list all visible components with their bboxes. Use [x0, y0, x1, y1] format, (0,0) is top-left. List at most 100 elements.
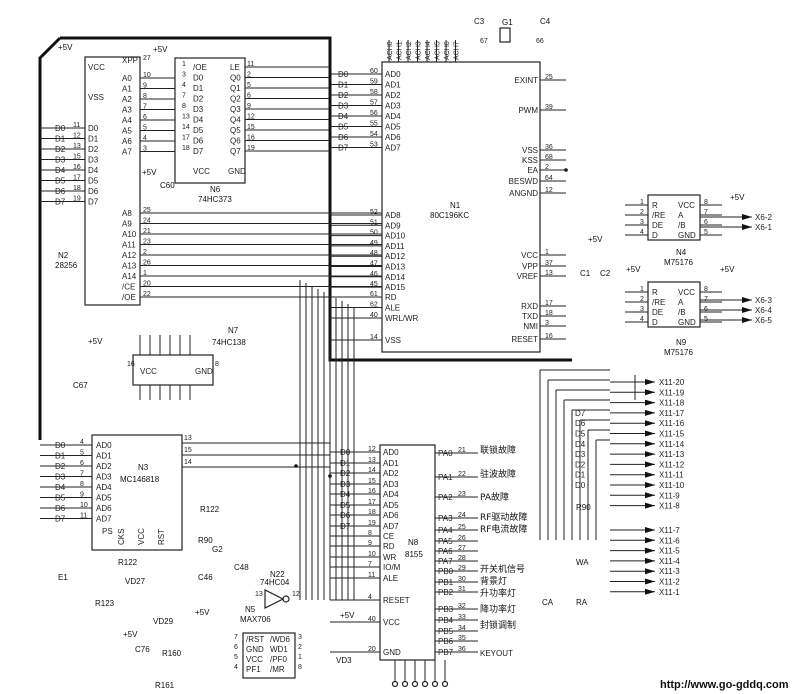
- n1-lpin-8: AD8: [385, 211, 401, 220]
- n8-bus-4: D4: [340, 490, 351, 499]
- n2-hnum-A11: 23: [143, 239, 151, 246]
- x11-label-19: X11-1: [659, 588, 680, 597]
- vcc-label-n8: +5V: [340, 611, 355, 620]
- n8-lpin-0: AD0: [383, 448, 399, 457]
- n8-testpoint-1: [401, 680, 409, 688]
- n1-rpin-3: KSS: [522, 156, 538, 165]
- n8-bus-7: D7: [340, 522, 351, 531]
- n8-lpin-11: IO/M: [383, 563, 401, 572]
- n2-pin-A7: A7: [122, 148, 132, 157]
- x11-label-5: X11-15: [659, 430, 685, 439]
- n1-lpin-15: AD15: [385, 283, 406, 292]
- g2-label: G2: [212, 545, 223, 554]
- n1-lnum-17: 62: [370, 302, 378, 309]
- n7-chip: [132, 354, 214, 386]
- n1-lnum-4: 56: [370, 110, 378, 117]
- n1-lnum-3: 57: [370, 100, 378, 107]
- n7-num8: 8: [215, 361, 219, 368]
- n9-l-2: DE: [652, 308, 663, 317]
- n5-l-3: PF1: [246, 665, 261, 674]
- n2-pin-D4: D4: [88, 166, 99, 175]
- n2-pin-A9: A9: [122, 220, 132, 229]
- r123-label: R123: [95, 599, 115, 608]
- n3-pin-2: AD2: [96, 462, 112, 471]
- x11-label-13: X11-7: [659, 526, 680, 535]
- n2-pin-A11: A11: [122, 241, 136, 250]
- n2-bus-5: D5: [55, 177, 66, 186]
- r161-label: R161: [155, 681, 175, 690]
- n4-l-3: D: [652, 231, 658, 240]
- n2-hnum-/OE: 22: [143, 291, 151, 298]
- n3-rnum-12: 13: [184, 435, 192, 442]
- n8-rnum-12: 33: [458, 614, 466, 621]
- n3-ps: PS: [102, 527, 113, 536]
- n2-num-D1: 12: [73, 133, 81, 140]
- watermark: http://www.go-gddq.com: [660, 679, 789, 691]
- n2-hnum-A12: 2: [143, 249, 147, 256]
- n8-lnum-10: 10: [368, 551, 376, 558]
- n1-rpin-9: VREF: [517, 272, 538, 281]
- n2-bus-2: D2: [55, 145, 66, 154]
- n1-bus-1: D1: [338, 81, 349, 90]
- n2-bus-7: D7: [55, 198, 66, 207]
- n2-pin-A0: A0: [122, 74, 132, 83]
- n9-ln-3: 4: [640, 316, 644, 323]
- n3-pin-7: AD7: [96, 515, 112, 524]
- n8-lpin-4: AD4: [383, 490, 399, 499]
- n3-part: MC146818: [120, 475, 160, 484]
- n2-hnum-A14: 1: [143, 270, 147, 277]
- x11-arrow-9: [645, 471, 655, 478]
- n1-ach-1: ACH1: [397, 41, 404, 60]
- n2-bus-1: D1: [55, 135, 66, 144]
- x11-arrow-4: [645, 420, 655, 427]
- n1-lnum-14: 46: [370, 271, 378, 278]
- n3-num-6: 10: [80, 502, 88, 509]
- n8-lnum-8: 8: [368, 530, 372, 537]
- n6-out-2: Q1: [230, 84, 241, 93]
- n3-num-1: 5: [80, 450, 84, 457]
- n1-lpin-18: WRL/WR: [385, 314, 419, 323]
- n6-innum-7: 17: [182, 135, 190, 142]
- n8-bus-5: D5: [340, 501, 351, 510]
- n3-pin-4: AD4: [96, 483, 112, 492]
- n1-lnum-6: 54: [370, 131, 378, 138]
- c46-label: C46: [198, 573, 213, 582]
- n5-rn-0: 3: [298, 634, 302, 641]
- x6-arrow-0: [742, 214, 752, 220]
- n6-in-6: D5: [193, 126, 204, 135]
- n6-outnum-6: 15: [247, 124, 255, 131]
- n1-rpin-6: ANGND: [509, 189, 538, 198]
- n3-num-2: 6: [80, 460, 84, 467]
- n1-lnum-9: 51: [370, 219, 378, 226]
- n1-lpin-13: AD13: [385, 263, 406, 272]
- pa0-label: 联锁故障: [480, 444, 516, 456]
- n9-r-1: A: [678, 298, 684, 307]
- n3-pin-5: AD5: [96, 494, 112, 503]
- n8-part: 8155: [405, 550, 423, 559]
- n7-gnd: GND: [195, 367, 213, 376]
- n6-outnum-3: 6: [247, 93, 251, 100]
- n4-r-0: VCC: [678, 201, 695, 210]
- n8-rnum-3: 24: [458, 512, 466, 519]
- vcc-label-c60: +5V: [142, 168, 157, 177]
- x11-arrow-12: [645, 502, 655, 509]
- n6-innum-3: 7: [182, 93, 186, 100]
- n2-anum-A1: 9: [143, 83, 147, 90]
- n1-lpin-0: AD0: [385, 70, 401, 79]
- x11-label-7: X11-13: [659, 450, 685, 459]
- vcc-label-n5: +5V: [123, 630, 138, 639]
- n6-innum-6: 14: [182, 124, 190, 131]
- n1-rnum-0: 25: [545, 74, 553, 81]
- n2-pin-A8: A8: [122, 209, 132, 218]
- n1-ach-4: ACH4: [425, 41, 432, 60]
- n2-hnum-/CE: 20: [143, 281, 151, 288]
- n6-in-8: D7: [193, 147, 204, 156]
- n8-testpoint-5: [441, 680, 449, 688]
- n1-rpin-12: NMI: [523, 322, 538, 331]
- x11-arrow-19: [645, 588, 655, 595]
- n22-ref: N22: [270, 570, 285, 579]
- n6-in-1: D0: [193, 74, 204, 83]
- n22-part: 74HC04: [260, 578, 290, 587]
- n6-in-5: D4: [193, 116, 204, 125]
- n2-pin-D6: D6: [88, 187, 99, 196]
